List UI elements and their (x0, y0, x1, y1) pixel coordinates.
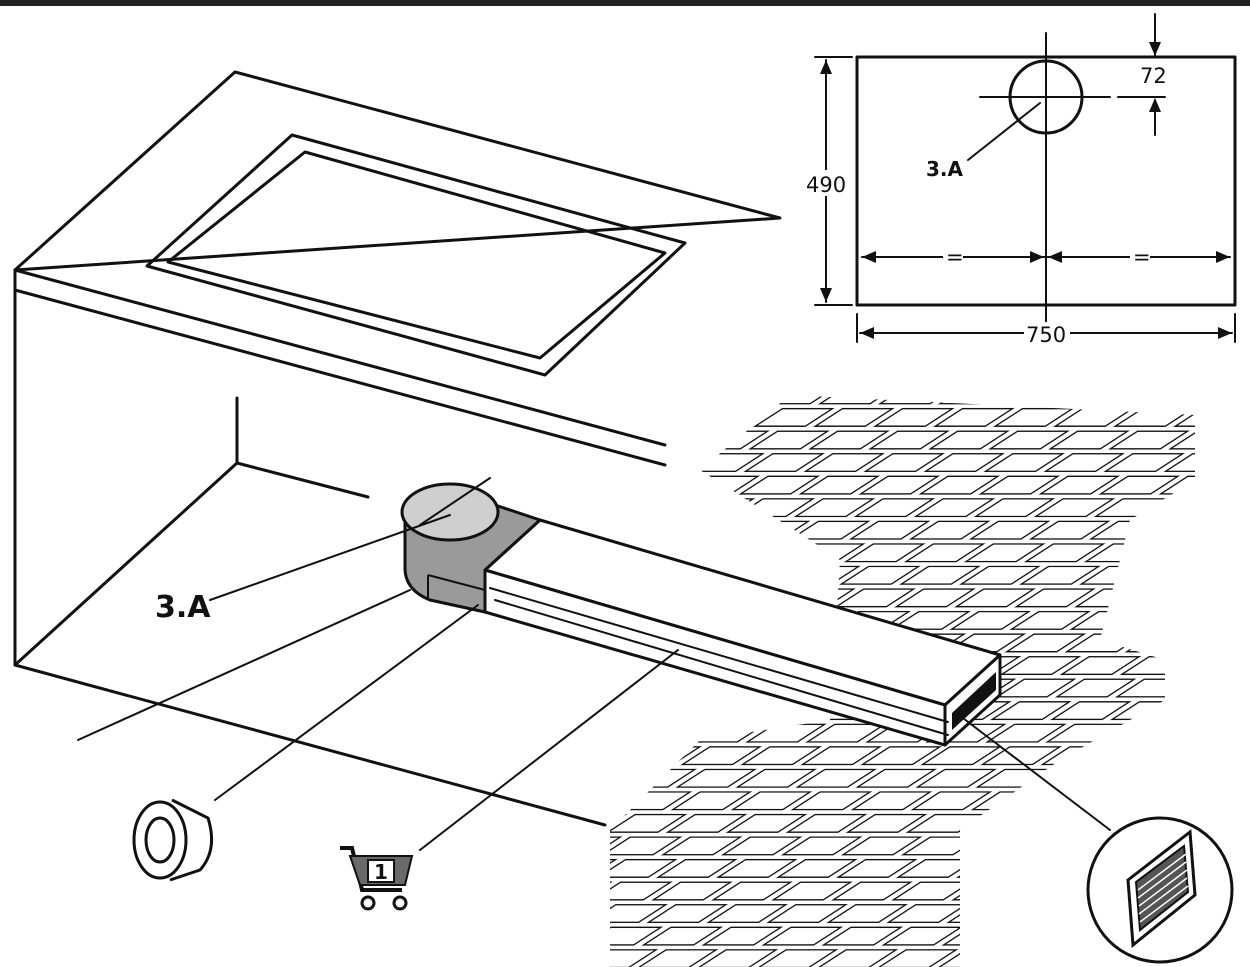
offset-value: 72 (1140, 64, 1167, 88)
leader-lines (77, 514, 1111, 851)
width-value: 750 (1026, 323, 1066, 347)
offset-dimension (1117, 13, 1166, 136)
elbow-connector (400, 477, 542, 614)
vent-grille-icon (1086, 816, 1234, 964)
equal-spacing-dimension (861, 246, 1231, 266)
cutout-dimension-drawing: 72 490 750 = = (806, 13, 1237, 347)
height-dimension (806, 56, 853, 306)
part-label-3a-inset: 3.A (926, 157, 964, 181)
worktop-cabinet (13, 70, 782, 827)
flat-duct (483, 518, 1002, 747)
part-label-3a: 3.A (155, 590, 211, 625)
equal-left: = (946, 245, 964, 269)
width-dimension (856, 313, 1236, 346)
adhesive-tape-icon (132, 798, 214, 882)
equal-right: = (1133, 245, 1151, 269)
cart-quantity: 1 (374, 860, 388, 884)
height-value: 490 (806, 173, 846, 197)
shopping-cart-icon: 1 (340, 846, 414, 911)
hob-cutout (145, 133, 687, 377)
